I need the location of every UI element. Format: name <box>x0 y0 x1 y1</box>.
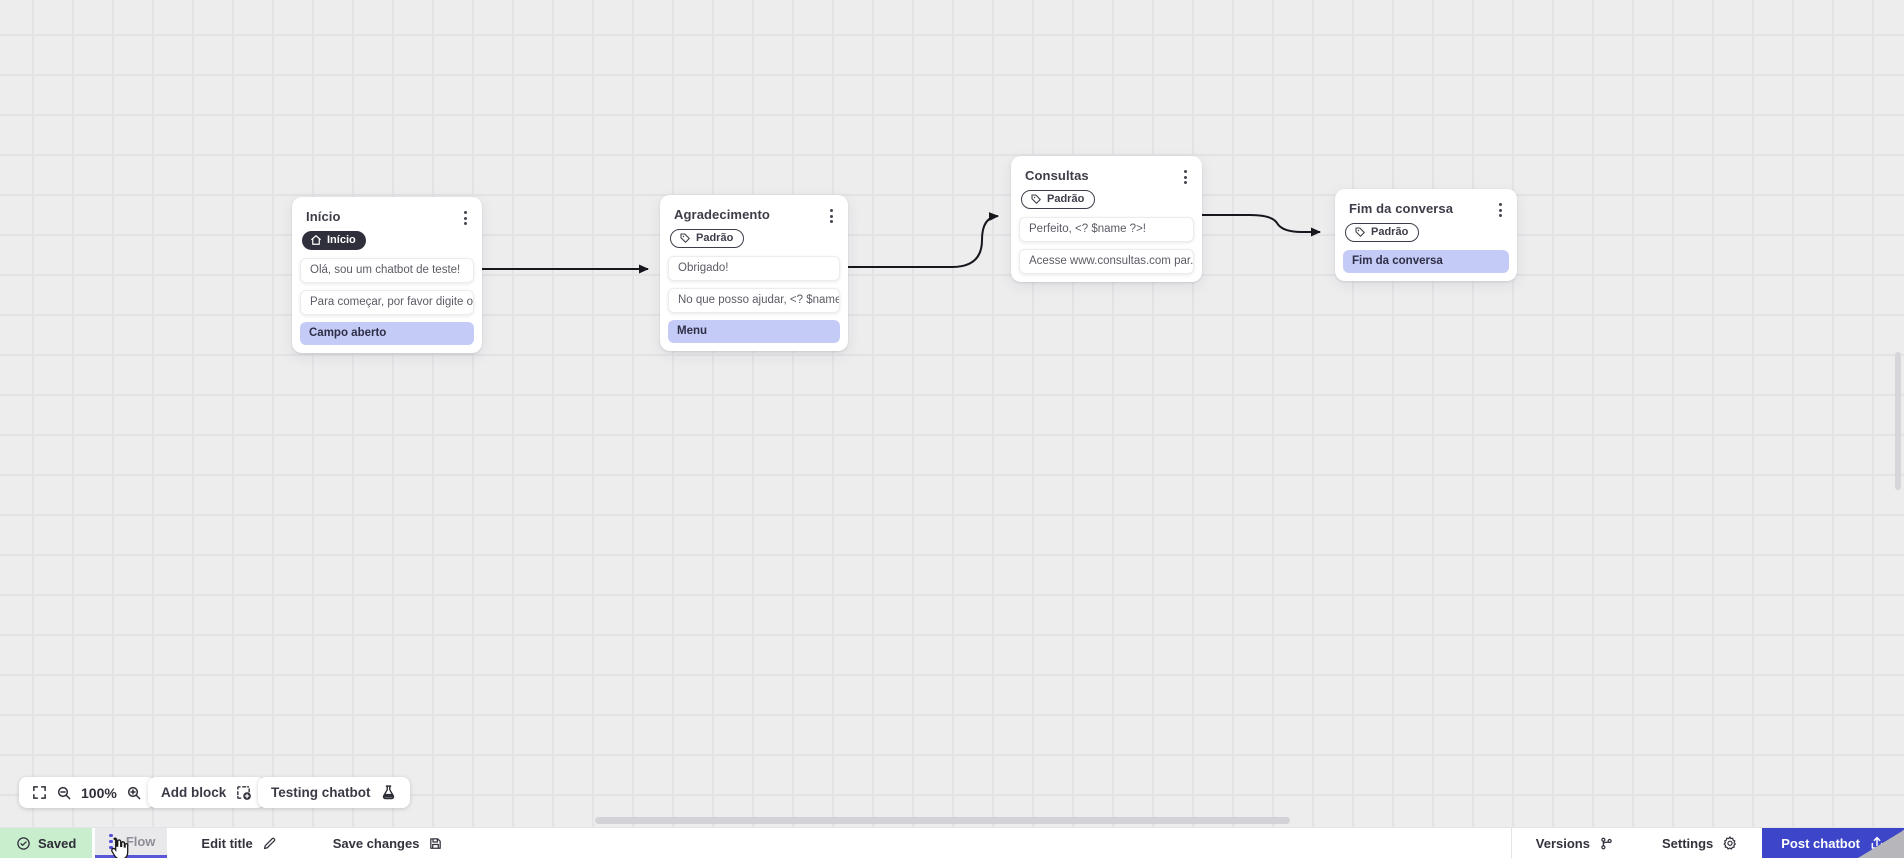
message-block[interactable]: Obrigado! <box>668 256 840 281</box>
zoom-level: 100% <box>81 784 117 801</box>
menu-block[interactable]: Menu <box>668 320 840 343</box>
status-bar: Saved Flow Edit title Save changes Versi… <box>0 827 1904 858</box>
zoom-out-icon[interactable] <box>56 785 72 801</box>
node-menu-button[interactable] <box>1179 168 1192 186</box>
tag-icon <box>680 233 690 243</box>
save-icon <box>430 837 442 849</box>
node-title: Início <box>306 209 341 224</box>
flow-node-consultas[interactable]: Consultas Padrão Perfeito, <? $name ?>! … <box>1011 156 1202 282</box>
message-block[interactable]: Acesse www.consultas.com par... <box>1019 249 1194 274</box>
message-block[interactable]: Perfeito, <? $name ?>! <box>1019 217 1194 242</box>
add-block-button[interactable]: Add block <box>148 777 266 808</box>
message-block[interactable]: Olá, sou um chatbot de teste! <box>300 258 474 283</box>
node-title: Agradecimento <box>674 207 770 222</box>
zoom-toolbar: 100% <box>19 777 155 808</box>
versions-branch-icon <box>1601 837 1612 849</box>
flow-tab-menu-button[interactable] <box>107 832 115 852</box>
node-badge[interactable]: Padrão <box>670 229 745 248</box>
flow-node-fim-da-conversa[interactable]: Fim da conversa Padrão Fim da conversa <box>1335 189 1517 281</box>
flow-node-inicio[interactable]: Início Início Olá, sou um chatbot de tes… <box>292 197 482 353</box>
node-badge[interactable]: Padrão <box>1021 190 1096 209</box>
node-badge[interactable]: Padrão <box>1345 223 1420 242</box>
node-title: Consultas <box>1025 168 1089 183</box>
vertical-scrollbar[interactable] <box>1895 352 1901 490</box>
save-changes-button[interactable]: Save changes <box>313 828 464 858</box>
zoom-in-icon[interactable] <box>126 785 142 801</box>
open-field-block[interactable]: Campo aberto <box>300 322 474 345</box>
versions-button[interactable]: Versions <box>1512 828 1638 858</box>
node-header: Início <box>300 205 474 230</box>
node-header: Agradecimento <box>668 203 840 228</box>
node-menu-button[interactable] <box>1494 201 1507 219</box>
tag-icon <box>1355 227 1365 237</box>
node-header: Consultas <box>1019 164 1194 189</box>
node-menu-button[interactable] <box>825 207 838 225</box>
tab-flow[interactable]: Flow <box>95 828 168 858</box>
home-icon <box>311 235 321 245</box>
saved-status-badge: Saved <box>0 828 93 858</box>
flow-node-agradecimento[interactable]: Agradecimento Padrão Obrigado! No que po… <box>660 195 848 351</box>
add-block-icon <box>237 786 252 800</box>
settings-button[interactable]: Settings <box>1638 828 1762 858</box>
flask-icon <box>382 785 394 800</box>
message-block[interactable]: Para começar, por favor digite o ... <box>300 290 474 315</box>
flow-canvas[interactable]: Início Início Olá, sou um chatbot de tes… <box>0 0 1904 827</box>
gear-icon <box>1723 836 1737 850</box>
end-conversation-block[interactable]: Fim da conversa <box>1343 250 1509 273</box>
tag-icon <box>1031 194 1041 204</box>
node-header: Fim da conversa <box>1343 197 1509 222</box>
pencil-icon <box>263 837 276 849</box>
horizontal-scrollbar[interactable] <box>595 817 1290 824</box>
testing-chatbot-button[interactable]: Testing chatbot <box>258 777 410 808</box>
node-title: Fim da conversa <box>1349 201 1454 216</box>
node-menu-button[interactable] <box>459 209 472 227</box>
status-bar-right-group: Versions Settings Post chatbot <box>1510 828 1904 858</box>
edit-title-button[interactable]: Edit title <box>181 828 296 858</box>
fullscreen-icon[interactable] <box>32 785 47 800</box>
message-block[interactable]: No que posso ajudar, <? $name ... <box>668 288 840 313</box>
connector-wires <box>482 212 1321 274</box>
node-badge[interactable]: Início <box>302 231 366 250</box>
check-circle-icon <box>17 836 30 850</box>
